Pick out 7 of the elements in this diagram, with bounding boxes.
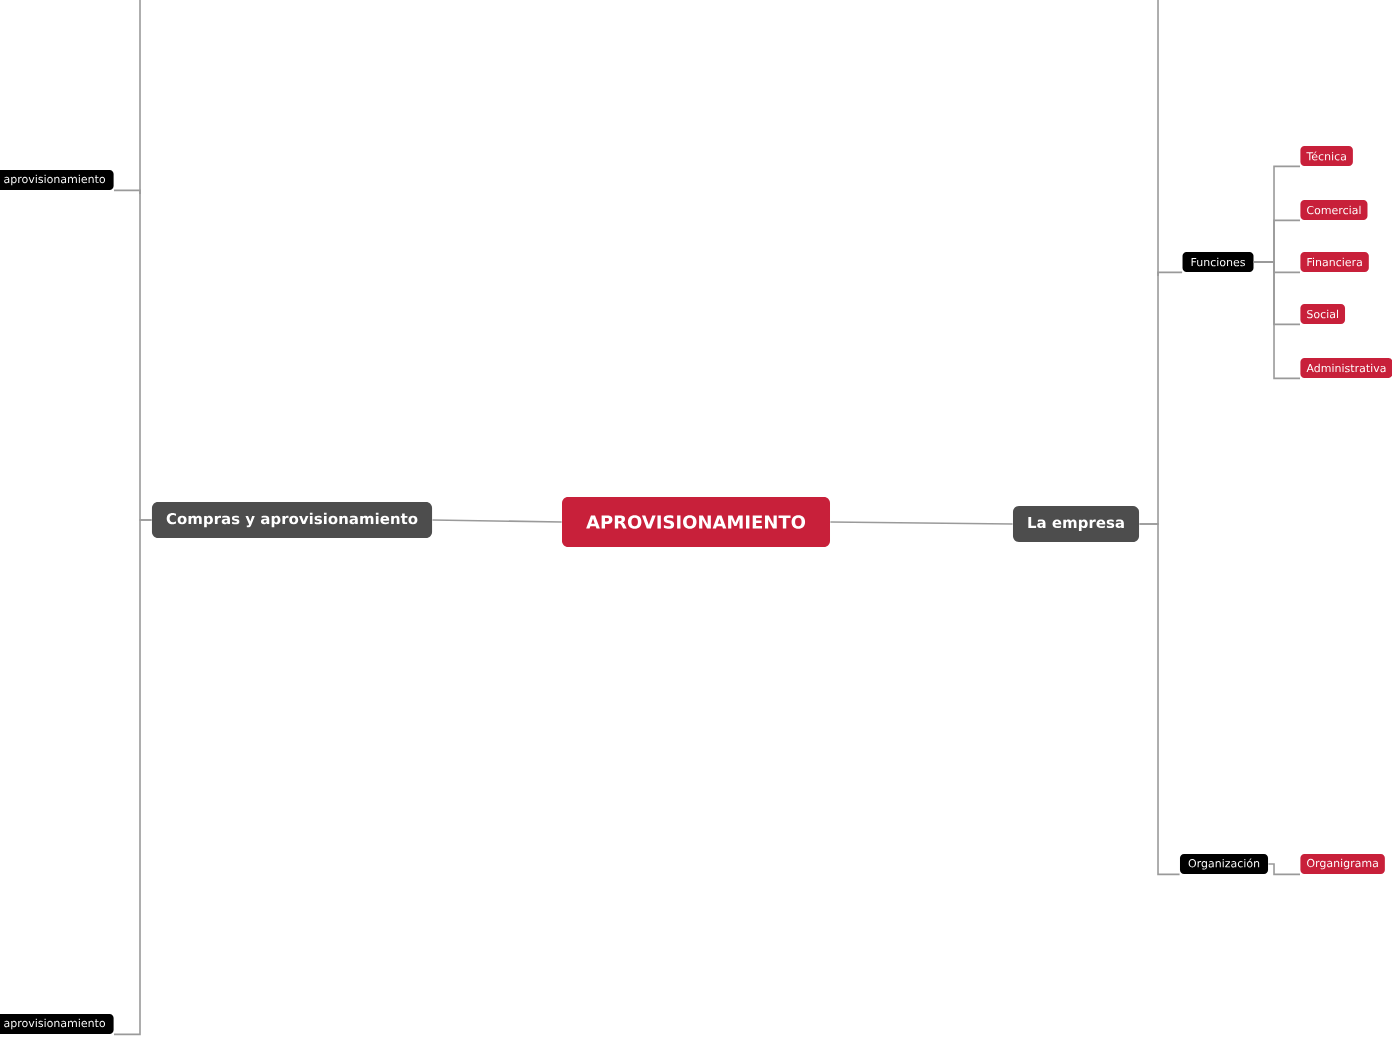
central-topic-box: APROVISIONAMIENTO (562, 497, 830, 547)
connector-line (1138, 523, 1181, 876)
connector-line (113, 519, 153, 1036)
connector-line (1267, 863, 1301, 876)
connector-line (431, 519, 563, 523)
connector-line (829, 521, 1014, 525)
connector-line (1253, 261, 1301, 380)
